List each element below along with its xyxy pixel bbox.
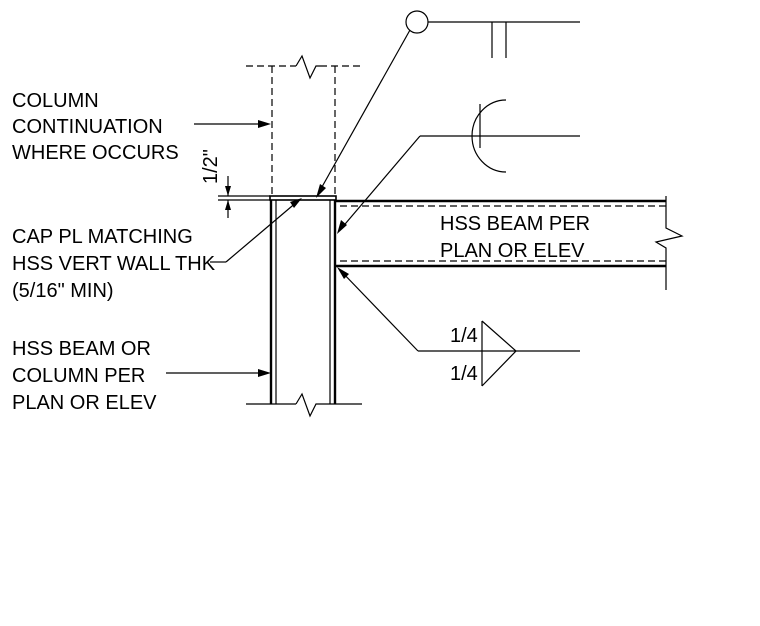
svg-text:PLAN OR ELEV: PLAN OR ELEV <box>440 240 585 262</box>
column-continuation-label: COLUMN CONTINUATION WHERE OCCURS <box>12 90 179 164</box>
svg-text:HSS BEAM PER: HSS BEAM PER <box>440 213 590 235</box>
cap-plate-label: CAP PL MATCHING HSS VERT WALL THK (5/16"… <box>12 226 216 302</box>
cap-plate <box>269 195 337 201</box>
reference-bubble <box>405 10 580 173</box>
break-line-top <box>295 54 320 80</box>
hss-beam-label: HSS BEAM PER PLAN OR ELEV <box>440 213 590 262</box>
svg-text:COLUMN PER: COLUMN PER <box>12 365 145 387</box>
svg-text:WHERE OCCURS: WHERE OCCURS <box>12 142 179 164</box>
weld-leader-upper <box>337 135 480 234</box>
weld-symbol <box>337 267 580 387</box>
weld-size-top: 1/4 <box>450 325 478 347</box>
weld-size-bottom: 1/4 <box>450 363 478 385</box>
hss-beam <box>336 196 684 290</box>
hss-column <box>246 200 362 418</box>
svg-text:HSS BEAM OR: HSS BEAM OR <box>12 338 151 360</box>
svg-text:(5/16" MIN): (5/16" MIN) <box>12 280 114 302</box>
hss-beam-or-column-label: HSS BEAM OR COLUMN PER PLAN OR ELEV <box>12 338 157 414</box>
break-line-bottom <box>295 392 320 418</box>
svg-text:COLUMN: COLUMN <box>12 90 99 112</box>
svg-text:CAP PL MATCHING: CAP PL MATCHING <box>12 226 193 248</box>
column-continuation-leader <box>194 120 271 128</box>
half-inch-dim-label: 1/2" <box>200 149 222 184</box>
half-inch-dimension <box>218 176 270 218</box>
svg-text:CONTINUATION: CONTINUATION <box>12 116 163 138</box>
svg-text:HSS VERT WALL THK: HSS VERT WALL THK <box>12 253 216 275</box>
column-continuation <box>246 54 362 196</box>
beam-break-line <box>654 196 684 290</box>
bubble-leader <box>316 29 411 198</box>
hss-column-leader <box>166 369 271 377</box>
cap-plate-leader <box>210 198 302 263</box>
svg-text:PLAN OR ELEV: PLAN OR ELEV <box>12 392 157 414</box>
